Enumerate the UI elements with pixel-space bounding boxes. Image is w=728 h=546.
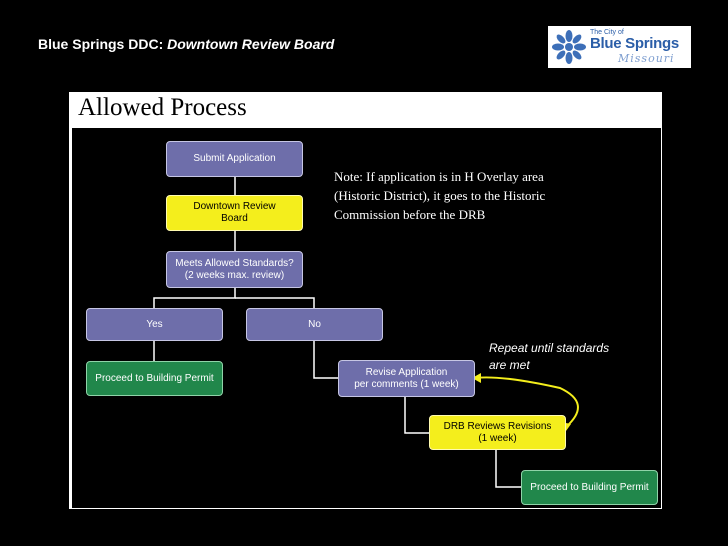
repeat-loop-arrow	[474, 376, 579, 427]
repeat-until-standards-note: Repeat until standards are met	[489, 341, 610, 372]
submit-application-box: Submit Application	[166, 141, 303, 177]
connector-no-revise	[313, 341, 338, 379]
page-header-title: Blue Springs DDC: Downtown Review Board	[38, 36, 334, 52]
logo-state-name: Missouri	[618, 52, 675, 65]
slide-title: Allowed Process	[78, 94, 247, 121]
historic-district-note: Note: If application is in H Overlay are…	[334, 169, 546, 222]
drb-reviews-revisions-box: DRB Reviews Revisions (1 week)	[429, 415, 566, 450]
process-slide: Allowed Process Submit Application Downt…	[69, 92, 662, 509]
proceed-building-permit-box-2: Proceed to Building Permit	[521, 470, 658, 505]
proceed-building-permit-box-1: Proceed to Building Permit	[86, 361, 223, 396]
slide-title-bar: Allowed Process	[72, 93, 661, 128]
revise-application-box: Revise Application per comments (1 week)	[338, 360, 475, 397]
connector-branch-no	[235, 297, 315, 308]
connector-drbreviews-proceed	[495, 450, 521, 488]
logo-small-text: The City of	[590, 29, 624, 36]
flower-logo-icon	[552, 30, 586, 64]
header-title-prefix: Blue Springs DDC:	[38, 36, 168, 52]
meets-standards-box: Meets Allowed Standards? (2 weeks max. r…	[166, 251, 303, 288]
connector-meets-branches	[153, 288, 236, 308]
downtown-review-board-box: Downtown Review Board	[166, 195, 303, 231]
connector-revise-drbreviews	[404, 397, 429, 434]
logo-city-name: Blue Springs	[590, 35, 679, 52]
flow-connectors	[153, 177, 579, 488]
repeat-arrowhead-upper	[472, 373, 481, 383]
no-box: No	[246, 308, 383, 341]
yes-box: Yes	[86, 308, 223, 341]
header-title-emphasis: Downtown Review Board	[167, 36, 335, 52]
city-logo: The City of Blue Springs Missouri	[548, 26, 691, 68]
